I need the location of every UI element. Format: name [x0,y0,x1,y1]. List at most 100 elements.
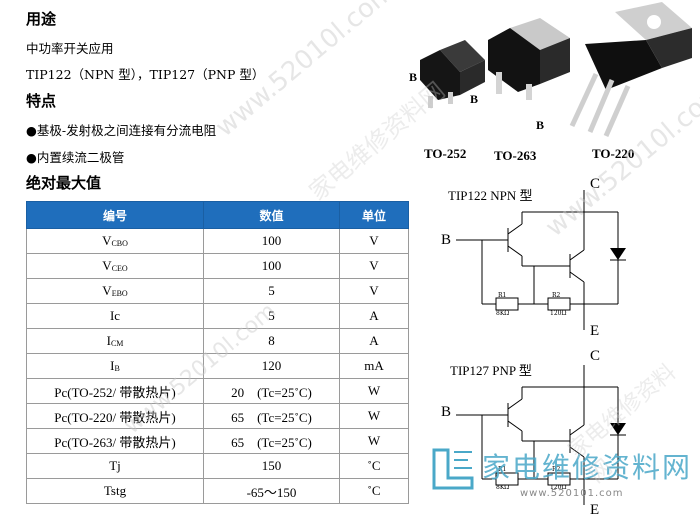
to252-package [420,40,485,108]
symbol-cell: VCBO [26,228,204,254]
label-to220: TO-220 [592,146,635,161]
pnp-r2-label: R2 [552,466,561,473]
symbol-subscript: B [114,364,120,373]
symbol-cell: Tstg [26,478,204,504]
unit-cell: A [339,303,409,329]
feature-2: ●内置续流二极管 [26,150,125,165]
npn-r2-value: 120Ω [550,310,567,317]
to220-pin-b: B [536,118,545,132]
value-cell: 65 (Tc=25˚C) [203,403,340,429]
table-row: Tstg -65～150˚C [26,478,409,504]
unit-cell: W [339,428,409,454]
label-to263: TO-263 [494,148,537,163]
symbol-text: I [106,333,111,348]
pnp-r1-value: 8KΩ [496,484,510,491]
unit-cell: V [339,278,409,304]
symbol-cell: Pc(TO-252/ 带散热片) [26,378,204,404]
symbol-cell: Pc(TO-263/ 带散热片) [26,428,204,454]
usage-title: 用途 [26,10,57,28]
table-row: Pc(TO-263/ 带散热片) 65 (Tc=25˚C)W [26,428,409,454]
table-row: Tj 150˚C [26,453,409,479]
to252-pin-b: B [409,70,418,84]
symbol-cell: ICM [26,328,204,354]
npn-schematic [456,190,626,330]
unit-cell: W [339,403,409,429]
symbol-text: V [102,233,112,248]
watermark-brand: 家电维修资料网 [482,451,693,484]
symbol-subscript: CBO [111,239,128,248]
value-cell: 20 (Tc=25˚C) [203,378,340,404]
ratings-title: 绝对最大值 [26,174,102,192]
symbol-cell: IB [26,353,204,379]
symbol-cell: Tj [26,453,204,479]
value-cell: 100 [203,228,340,254]
unit-cell: W [339,378,409,404]
pnp-r1-label: R1 [498,466,507,473]
header-value: 数值 [203,201,340,229]
pnp-schematic [456,365,626,505]
symbol-subscript: CEO [111,264,128,273]
label-to252: TO-252 [424,146,467,161]
value-cell: 5 [203,278,340,304]
header-symbol: 编号 [26,201,204,229]
features-title: 特点 [26,92,57,110]
symbol-text: Tstg [103,483,127,498]
npn-pin-e: E [590,323,600,339]
to263-pin-b: B [470,92,479,106]
unit-cell: ˚C [339,453,409,479]
npn-pin-b: B [441,232,452,248]
value-cell: 150 [203,453,340,479]
to263-package [488,18,570,100]
npn-circuit-title: TIP122 NPN 型 [448,188,533,203]
unit-cell: ˚C [339,478,409,504]
unit-cell: A [339,328,409,354]
header-unit: 单位 [339,201,409,229]
symbol-text: Pc(TO-263/ 带散热片) [54,434,176,450]
symbol-cell: VCEO [26,253,204,279]
npn-r2-label: R2 [552,292,561,299]
npn-r1-value: 8KΩ [496,310,510,317]
unit-cell: V [339,253,409,279]
unit-cell: V [339,228,409,254]
usage-line-2: TIP122（NPN 型），TIP127（PNP 型） [26,67,265,82]
symbol-text: V [102,258,112,273]
table-row: Pc(TO-220/ 带散热片) 65 (Tc=25˚C)W [26,403,409,429]
usage-line-1: 中功率开关应用 [26,41,114,56]
symbol-text: Tj [109,458,121,473]
pnp-pin-e: E [590,502,600,518]
symbol-cell: Pc(TO-220/ 带散热片) [26,403,204,429]
npn-pin-c: C [590,176,601,192]
symbol-cell: VEBO [26,278,204,304]
pnp-circuit-title: TIP127 PNP 型 [450,363,532,378]
value-cell: 65 (Tc=25˚C) [203,428,340,454]
value-cell: -65～150 [203,478,340,504]
symbol-text: Ic [109,308,121,323]
symbol-text: Pc(TO-252/ 带散热片) [54,384,176,400]
to220-package [569,2,692,138]
symbol-subscript: EBO [111,289,128,298]
symbol-subscript: CM [110,339,124,348]
value-cell: 120 [203,353,340,379]
symbol-text: I [110,358,115,373]
pnp-pin-b: B [441,404,452,420]
value-cell: 100 [203,253,340,279]
feature-1: ●基极-发射极之间连接有分流电阻 [26,123,217,138]
package-illustrations [420,2,692,138]
npn-r1-label: R1 [498,292,507,299]
watermark-url: www.520101.com [520,488,624,499]
table-header-row: 编号 数值 单位 [26,201,409,229]
symbol-text: V [102,283,112,298]
pnp-pin-c: C [590,348,601,364]
unit-cell: mA [339,353,409,379]
value-cell: 8 [203,328,340,354]
table-row: Pc(TO-252/ 带散热片) 20 (Tc=25˚C)W [26,378,409,404]
watermark-logo-icon [432,448,474,490]
symbol-text: Pc(TO-220/ 带散热片) [54,409,176,425]
